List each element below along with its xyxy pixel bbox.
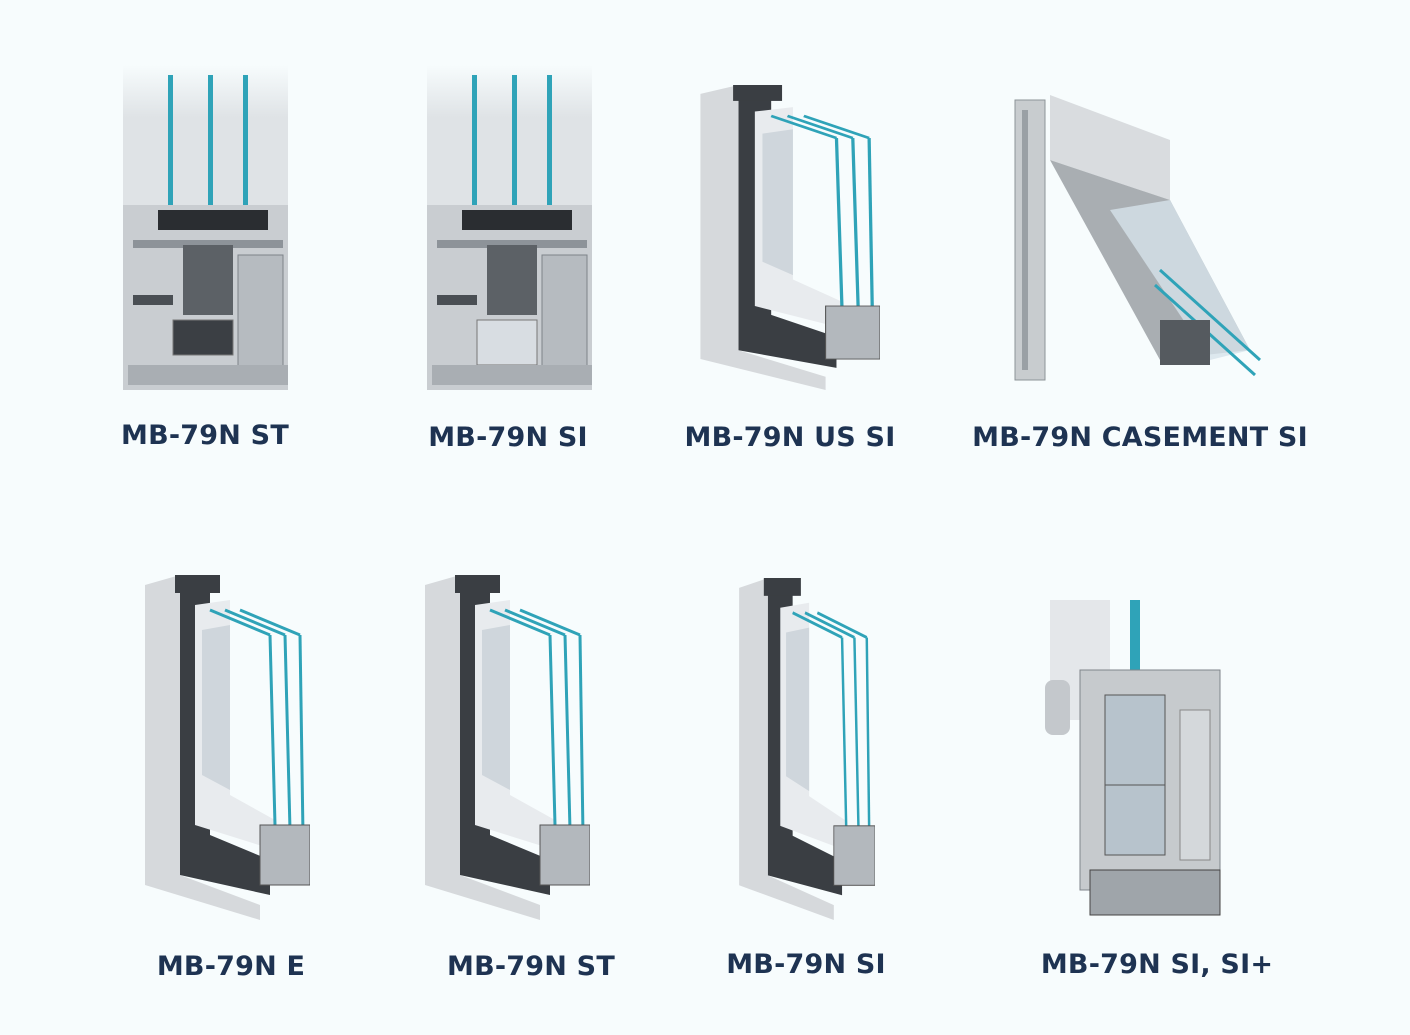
product-image-mb79n-st-2 <box>420 575 590 920</box>
product-image-mb79n-si <box>422 65 597 395</box>
product-image-mb79n-si-2 <box>735 578 875 920</box>
product-image-mb79n-si-si-plus <box>1040 600 1225 920</box>
product-image-mb79n-us-si <box>695 85 880 390</box>
product-label: MB-79N SI <box>726 949 886 980</box>
product-label: MB-79N ST <box>447 951 615 982</box>
product-image-mb79n-casement-si <box>1010 90 1270 390</box>
product-image-mb79n-st <box>118 65 293 395</box>
product-label: MB-79N ST <box>121 420 289 451</box>
product-label: MB-79N CASEMENT SI <box>972 422 1308 453</box>
product-label: MB-79N E <box>156 951 306 982</box>
product-label: MB-79N SI <box>428 422 588 453</box>
product-image-mb79n-e <box>140 575 310 920</box>
product-label: MB-79N SI, SI+ <box>1040 949 1274 980</box>
product-label: MB-79N US SI <box>684 422 896 453</box>
